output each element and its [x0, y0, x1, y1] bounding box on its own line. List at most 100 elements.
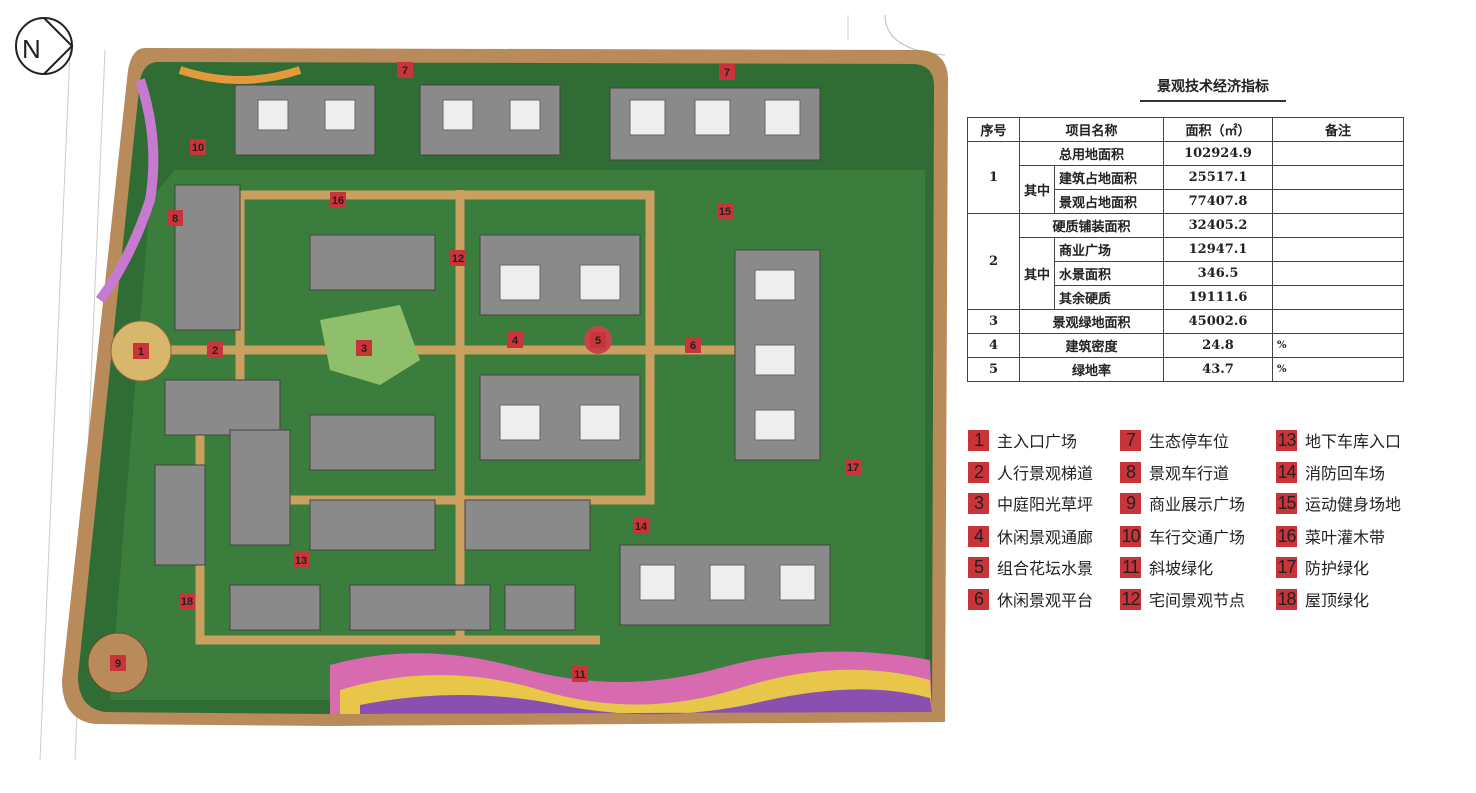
legend-label: 屋顶绿化	[1305, 591, 1370, 610]
plan-marker-label: 17	[847, 462, 859, 474]
cell-area: 19111.6	[1163, 285, 1274, 310]
plan-marker-label: 5	[595, 335, 601, 347]
cell-area: 45002.6	[1163, 309, 1274, 334]
cell-no: 4	[967, 333, 1020, 358]
table-header: 序号 项目名称 面积（㎡） 备注	[967, 117, 1405, 142]
cell-note	[1272, 189, 1405, 214]
plan-marker	[507, 332, 523, 348]
cell-area: 12947.1	[1163, 237, 1274, 262]
cell-note	[1272, 141, 1405, 166]
legend-badge: 17	[1276, 556, 1297, 578]
cell-name: 水景面积	[1054, 261, 1165, 286]
cell-area: 32405.2	[1163, 213, 1274, 238]
legend-label: 人行景观梯道	[997, 464, 1094, 483]
header-name: 项目名称	[1018, 117, 1165, 142]
cell-note: %	[1272, 333, 1405, 358]
cell-area: 43.7	[1163, 357, 1274, 382]
cell-name: 总用地面积	[1018, 141, 1165, 166]
plan-marker-label: 10	[192, 142, 204, 154]
plan-marker	[719, 64, 735, 80]
table-row: 1 总用地面积 102924.9	[967, 141, 1405, 214]
cell-name: 硬质铺装面积	[1018, 213, 1165, 238]
plan-marker	[685, 337, 701, 353]
cell-name: 绿地率	[1018, 357, 1165, 382]
plan-marker-label: 13	[295, 555, 307, 567]
cell-name: 其余硬质	[1054, 285, 1165, 310]
legend-label: 斜坡绿化	[1149, 559, 1214, 578]
plan-marker-label: 14	[635, 521, 648, 533]
table-row: 其中 建筑占地面积 25517.1	[968, 165, 1405, 214]
table-title: 景观技术经济指标	[1140, 76, 1286, 102]
table-row: 3 景观绿地面积 45002.6	[967, 309, 1405, 334]
cell-note	[1272, 285, 1405, 310]
legend-item: 2 人行景观梯道	[968, 460, 1093, 484]
plan-marker	[717, 203, 733, 219]
plan-marker-label: 11	[574, 669, 586, 681]
plan-marker	[133, 343, 149, 359]
cell-name: 建筑密度	[1018, 333, 1165, 358]
cell-sub-label: 其中	[1018, 237, 1056, 310]
cell-note	[1272, 213, 1405, 238]
table-row: 5 绿地率 43.7 %	[967, 357, 1405, 382]
plan-marker-label: 7	[724, 67, 730, 79]
plan-marker-label: 12	[452, 253, 464, 265]
cell-area: 102924.9	[1163, 141, 1274, 166]
legend-badge: 10	[1120, 525, 1141, 547]
cell-area: 77407.8	[1163, 189, 1274, 214]
legend-label: 主入口广场	[997, 432, 1078, 451]
legend-badge: 1	[968, 429, 989, 451]
cell-name: 建筑占地面积	[1054, 165, 1165, 190]
plan-marker	[633, 518, 649, 534]
header-note: 备注	[1272, 117, 1405, 142]
plan-marker	[356, 340, 372, 356]
plan-marker	[190, 139, 206, 155]
plan-marker-label: 2	[212, 345, 218, 357]
plan-marker	[330, 192, 346, 208]
cell-note	[1272, 261, 1405, 286]
legend-label: 中庭阳光草坪	[997, 495, 1094, 514]
legend-badge: 7	[1120, 429, 1141, 451]
cell-note: %	[1272, 357, 1405, 382]
table-row: 水景面积 346.5	[968, 261, 1405, 286]
legend-label: 车行交通广场	[1149, 528, 1246, 547]
plan-marker	[110, 655, 126, 671]
cell-no: 3	[967, 309, 1020, 334]
table-row: 景观占地面积 77407.8	[968, 189, 1405, 214]
legend-label: 商业展示广场	[1149, 495, 1246, 514]
plan-marker	[167, 210, 183, 226]
legend-badge: 8	[1120, 461, 1141, 483]
legend-label: 运动健身场地	[1305, 495, 1402, 514]
indicator-table: 序号 项目名称 面积（㎡） 备注 1 总用地面积 102924.9 其中 建筑占…	[967, 117, 1405, 382]
cell-area: 25517.1	[1163, 165, 1274, 190]
plan-marker	[207, 342, 223, 358]
cell-name: 景观绿地面积	[1018, 309, 1165, 334]
legend-item: 1 主入口广场	[968, 428, 1077, 452]
cell-note	[1272, 309, 1405, 334]
plan-marker-label: 1	[138, 346, 144, 358]
header-area: 面积（㎡）	[1163, 117, 1274, 142]
table-row: 其中 商业广场 12947.1	[968, 237, 1405, 310]
legend-label: 消防回车场	[1305, 464, 1386, 483]
plan-marker	[293, 552, 309, 568]
table-row: 4 建筑密度 24.8 %	[967, 333, 1405, 358]
cell-area: 346.5	[1163, 261, 1274, 286]
legend-badge: 2	[968, 461, 989, 483]
cell-area: 24.8	[1163, 333, 1274, 358]
plan-marker-label: 16	[332, 195, 344, 207]
cell-note	[1272, 165, 1405, 190]
plan-marker-label: 6	[690, 340, 696, 352]
